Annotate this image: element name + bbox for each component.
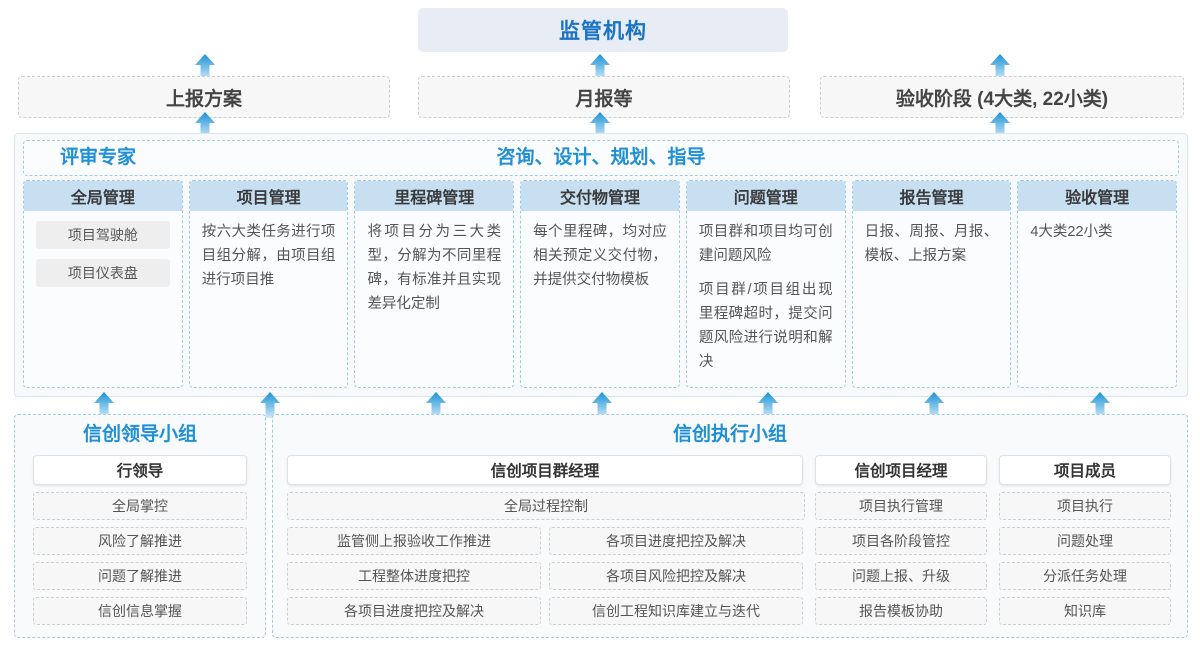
arrow-up-icon-to-report-2: [588, 112, 612, 138]
column-title: 项目管理: [189, 181, 348, 211]
task-item[interactable]: 各项目进度把控及解决: [549, 527, 803, 555]
task-item[interactable]: 风险了解推进: [33, 527, 247, 555]
arrow-up-icon-to-regulator-2: [588, 54, 612, 80]
arrow-up-icon-to-column-5: [756, 392, 780, 418]
capability-column-issue-management[interactable]: 问题管理 项目群和项目均可创建问题风险 项目群/项目组出现里程碑超时，提交问题风…: [685, 180, 846, 388]
column-title: 全局管理: [24, 181, 182, 211]
arrow-up-icon-to-report-3: [988, 112, 1012, 138]
column-title: 问题管理: [686, 181, 845, 211]
capability-column-global-management[interactable]: 全局管理 项目驾驶舱 项目仪表盘: [23, 180, 183, 388]
arrow-up-icon-to-column-6: [922, 392, 946, 418]
role-title[interactable]: 信创项目经理: [815, 455, 987, 485]
arrow-up-icon-to-column-3: [424, 392, 448, 418]
column-title: 验收管理: [1018, 181, 1177, 211]
task-item[interactable]: 信创工程知识库建立与迭代: [549, 597, 803, 625]
task-item[interactable]: 报告模板协助: [815, 597, 987, 625]
capability-column-list: 全局管理 项目驾驶舱 项目仪表盘 项目管理 按六大类任务进行项目组分解，由项目组…: [23, 180, 1178, 388]
arrow-up-icon-to-column-1: [92, 392, 116, 418]
column-paragraph: 将项目分为三大类型，分解为不同里程碑，有标准并且实现差异化定制: [367, 224, 502, 312]
group-title-execution: 信创执行小组: [672, 424, 787, 445]
capability-column-acceptance-management[interactable]: 验收管理 4大类22小类: [1017, 180, 1178, 388]
capability-pill[interactable]: 项目驾驶舱: [36, 221, 170, 249]
group-title-leadership: 信创领导小组: [82, 424, 197, 445]
capability-column-milestone-management[interactable]: 里程碑管理 将项目分为三大类型，分解为不同里程碑，有标准并且实现差异化定制: [354, 180, 515, 388]
arrow-up-icon-to-column-4: [590, 392, 614, 418]
task-item[interactable]: 全局掌控: [33, 492, 247, 520]
arrow-up-icon-to-column-2: [258, 392, 282, 418]
task-item[interactable]: 知识库: [999, 597, 1171, 625]
task-item[interactable]: 信创信息掌握: [33, 597, 247, 625]
report-row: 上报方案 月报等 验收阶段 (4大类, 22小类): [0, 76, 1200, 118]
role-title[interactable]: 信创项目群经理: [287, 455, 803, 485]
task-item[interactable]: 各项目风险把控及解决: [549, 562, 803, 590]
group-execution-team: 信创执行小组 信创项目群经理 全局过程控制 监管侧上报验收工作推进 工程整体进度…: [272, 414, 1188, 638]
task-item[interactable]: 各项目进度把控及解决: [287, 597, 541, 625]
role-column-program-manager: 信创项目群经理 全局过程控制 监管侧上报验收工作推进 工程整体进度把控 各项目进…: [287, 455, 805, 632]
task-item[interactable]: 问题上报、升级: [815, 562, 987, 590]
column-title: 报告管理: [852, 181, 1011, 211]
task-item[interactable]: 分派任务处理: [999, 562, 1171, 590]
column-paragraph: 项目群/项目组出现里程碑超时，提交问题风险进行说明和解决: [698, 281, 833, 370]
report-card-yanshou-jieduan[interactable]: 验收阶段 (4大类, 22小类): [820, 76, 1184, 118]
review-expert-label: 评审专家: [60, 147, 137, 168]
task-item[interactable]: 监管侧上报验收工作推进: [287, 527, 541, 555]
task-item[interactable]: 工程整体进度把控: [287, 562, 541, 590]
role-title[interactable]: 行领导: [33, 455, 247, 485]
capability-column-deliverable-management[interactable]: 交付物管理 每个里程碑，均对应相关预定义交付物，并提供交付物模板: [520, 180, 680, 388]
role-title[interactable]: 项目成员: [999, 455, 1171, 485]
column-paragraph: 每个里程碑，均对应相关预定义交付物，并提供交付物模板: [533, 224, 667, 288]
task-item[interactable]: 问题处理: [999, 527, 1171, 555]
capability-column-report-management[interactable]: 报告管理 日报、周报、月报、模板、上报方案: [851, 180, 1012, 388]
column-title: 里程碑管理: [355, 181, 514, 211]
column-paragraph: 项目群和项目均可创建问题风险: [698, 224, 833, 264]
capability-pill[interactable]: 项目仪表盘: [36, 259, 170, 287]
group-leadership-team: 信创领导小组 行领导 全局掌控 风险了解推进 问题了解推进 信创信息掌握: [14, 414, 266, 638]
platform-capability-band: 评审专家 咨询、设计、规划、指导 全局管理 项目驾驶舱 项目仪表盘 项目管理 按…: [14, 133, 1188, 397]
arrow-up-icon-to-column-7: [1088, 392, 1112, 418]
role-column-project-manager: 信创项目经理 项目执行管理 项目各阶段管控 问题上报、升级 报告模板协助: [815, 455, 987, 632]
task-item[interactable]: 项目执行: [999, 492, 1171, 520]
arrow-up-icon-to-regulator-3: [988, 54, 1012, 80]
column-title: 交付物管理: [521, 181, 679, 211]
arrow-up-icon-to-report-1: [193, 112, 217, 138]
column-paragraph: 日报、周报、月报、模板、上报方案: [864, 224, 999, 264]
task-item[interactable]: 问题了解推进: [33, 562, 247, 590]
role-column-project-member: 项目成员 项目执行 问题处理 分派任务处理 知识库: [999, 455, 1171, 632]
task-item[interactable]: 项目各阶段管控: [815, 527, 987, 555]
capability-column-project-management[interactable]: 项目管理 按六大类任务进行项目组分解，由项目组进行项目推: [188, 180, 349, 388]
arrow-up-icon-to-regulator-1: [193, 54, 217, 80]
task-item[interactable]: 项目执行管理: [815, 492, 987, 520]
platform-band-header: 评审专家 咨询、设计、规划、指导: [23, 140, 1179, 176]
report-card-shangbao-fangan[interactable]: 上报方案: [18, 76, 390, 118]
task-item[interactable]: 全局过程控制: [287, 492, 805, 520]
column-paragraph: 4大类22小类: [1030, 224, 1113, 240]
organization-band: 信创领导小组 行领导 全局掌控 风险了解推进 问题了解推进 信创信息掌握 信创执…: [14, 414, 1188, 638]
regulator-box: 监管机构: [418, 8, 788, 52]
role-column-bank-leader: 行领导 全局掌控 风险了解推进 问题了解推进 信创信息掌握: [33, 455, 247, 632]
advisory-services-label: 咨询、设计、规划、指导: [496, 147, 706, 168]
column-paragraph: 按六大类任务进行项目组分解，由项目组进行项目推: [201, 224, 336, 288]
